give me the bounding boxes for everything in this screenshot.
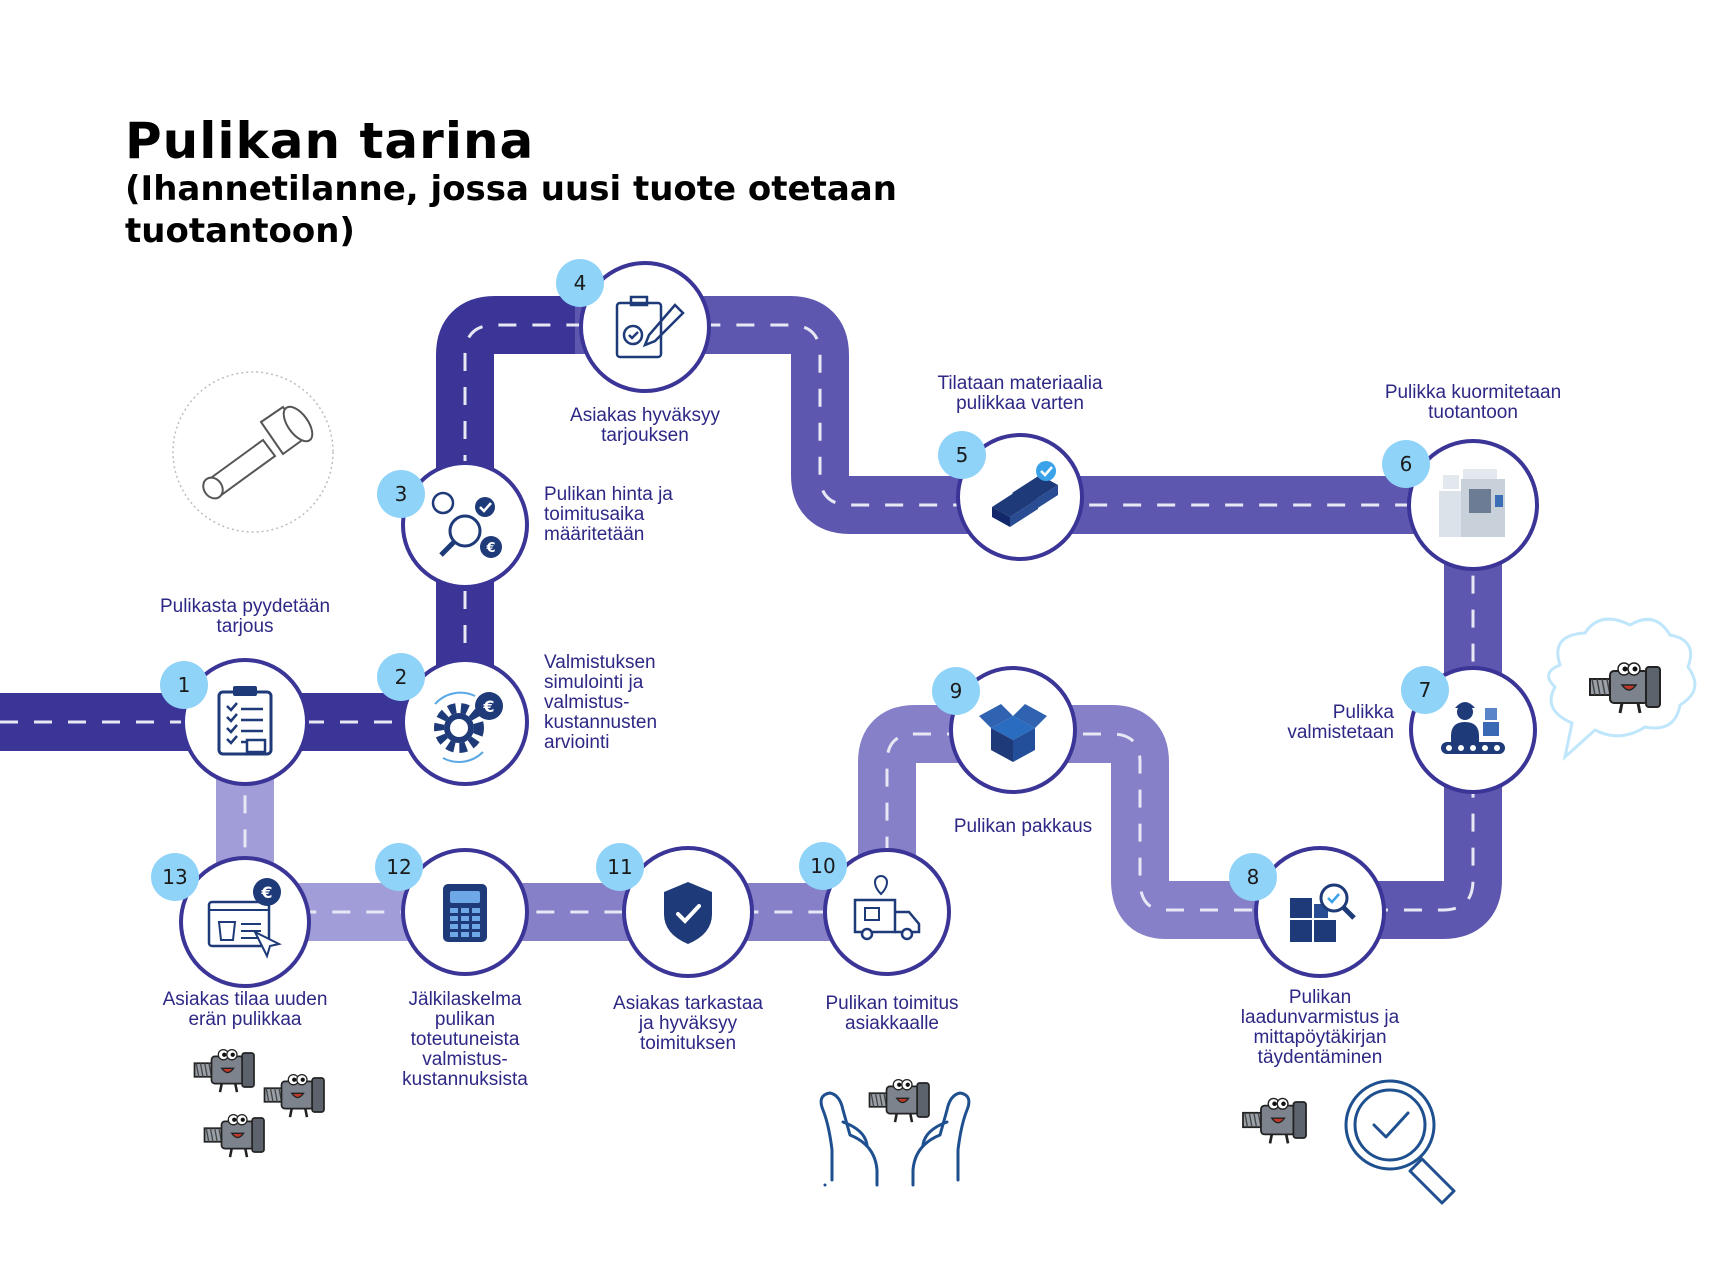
online-order-euro-icon: € (207, 878, 282, 959)
step-badge: 11 (596, 843, 644, 891)
step-node-12: 12 (375, 843, 529, 976)
step-badge: 4 (556, 259, 604, 307)
worker-conveyor-icon (1441, 702, 1505, 754)
mascot-magnifier-icon (1242, 1079, 1456, 1205)
step-number: 4 (574, 271, 587, 295)
step-badge: 1 (160, 661, 208, 709)
step-badge: 10 (799, 842, 847, 890)
clipboard-checklist-icon (217, 686, 273, 756)
step-number: 2 (395, 665, 408, 689)
step-number: 8 (1247, 865, 1260, 889)
page-title: Pulikan tarina (125, 112, 535, 170)
step-number: 12 (386, 855, 411, 879)
step-badge: 12 (375, 843, 423, 891)
step-node-1: 1 (160, 658, 309, 786)
material-bars-icon (992, 461, 1058, 527)
bolt-sketch-icon (172, 371, 334, 533)
step-badge: 5 (938, 431, 986, 479)
step-badge: 2 (377, 653, 425, 701)
step-node-8: 8 (1229, 846, 1386, 978)
step-badge: 8 (1229, 853, 1277, 901)
step-number: 10 (810, 854, 835, 878)
gear-euro-icon: € (434, 691, 503, 763)
magnifier-clock-euro-icon: € (431, 491, 502, 558)
step-number: 5 (956, 443, 969, 467)
pulikka-mascot-group-icon (193, 1048, 325, 1158)
delivery-truck-icon (853, 875, 921, 941)
step-circle (401, 658, 529, 786)
hands-mascot-icon (819, 1078, 971, 1187)
open-box-icon (979, 704, 1047, 762)
step-circle (823, 848, 951, 976)
step-badge: 3 (377, 470, 425, 518)
step-number: 9 (950, 679, 963, 703)
step-number: 6 (1400, 452, 1413, 476)
step-node-13: €13 (151, 853, 311, 988)
shield-check-icon (664, 882, 712, 944)
calculator-icon (443, 884, 487, 942)
step-badge: 13 (151, 853, 199, 901)
step-circle (181, 658, 309, 786)
step-label-9: Pulikan pakkaus (954, 816, 1092, 837)
step-circle (179, 856, 311, 988)
clipboard-pencil-icon (615, 295, 685, 359)
svg-text:€: € (260, 883, 272, 902)
step-node-9: 9 (932, 666, 1077, 794)
step-circle (579, 261, 711, 393)
cnc-machine-icon (1439, 469, 1505, 537)
boxes-inspection-icon (1290, 883, 1356, 942)
svg-text:€: € (485, 541, 495, 556)
step-badge: 6 (1382, 440, 1430, 488)
step-badge: 9 (932, 667, 980, 715)
step-number: 11 (607, 855, 632, 879)
step-number: 1 (178, 673, 191, 697)
step-node-7: 7 (1401, 666, 1537, 794)
step-node-10: 10 (799, 842, 951, 976)
pulikka-mascot-speech-icon (1547, 617, 1697, 762)
step-node-2: €2 (377, 653, 529, 786)
step-number: 7 (1419, 678, 1432, 702)
page-subtitle: (Ihannetilanne, jossa uusi tuote otetaan… (125, 169, 897, 251)
step-number: 3 (395, 482, 408, 506)
step-circle (401, 461, 529, 589)
step-node-6: 6 (1382, 439, 1539, 571)
step-node-3: €3 (377, 461, 529, 589)
step-badge: 7 (1401, 666, 1449, 714)
svg-text:€: € (482, 697, 494, 716)
step-node-11: 11 (596, 843, 754, 978)
step-node-5: 5 (938, 431, 1084, 561)
step-node-4: 4 (556, 259, 711, 393)
step-number: 13 (162, 865, 187, 889)
